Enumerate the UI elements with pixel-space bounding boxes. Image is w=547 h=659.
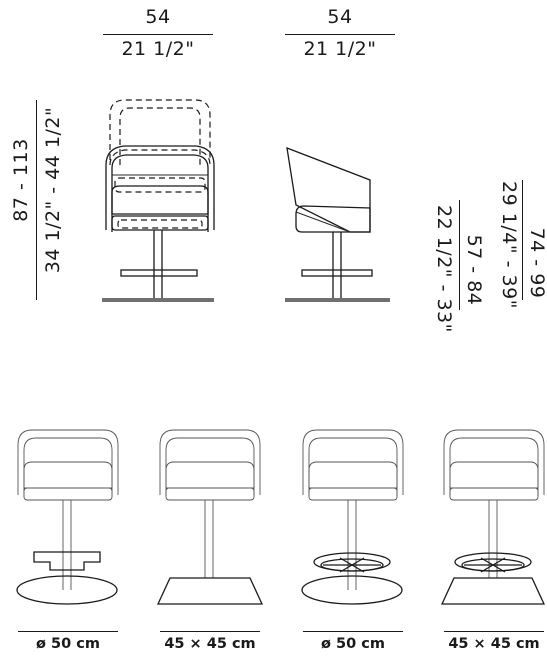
front-width-in-wrap: 21 1/2"	[103, 38, 213, 60]
front-width-dimension: 54	[103, 6, 213, 28]
side-width-cm: 54	[327, 6, 353, 28]
side-width-rule	[285, 34, 395, 36]
caption-rule-2	[160, 631, 260, 633]
arm-height-rule	[522, 180, 524, 300]
caption-rule-3	[303, 631, 403, 633]
overall-height-rule	[36, 100, 38, 300]
caption-rule-1	[18, 631, 118, 633]
variant-2-caption: 45 × 45 cm	[164, 636, 256, 652]
side-width-in-wrap: 21 1/2"	[285, 38, 395, 60]
variant-3-caption: ø 50 cm	[321, 636, 385, 652]
caption-rule-4	[444, 631, 544, 633]
front-width-in: 21 1/2"	[121, 38, 195, 60]
variant-4-caption: 45 × 45 cm	[448, 636, 540, 652]
side-width-dimension: 54	[285, 6, 395, 28]
front-width-cm: 54	[145, 6, 171, 28]
variant-1-caption: ø 50 cm	[36, 636, 100, 652]
side-width-in: 21 1/2"	[303, 38, 377, 60]
seat-height-rule	[459, 200, 461, 310]
front-width-rule	[103, 34, 213, 36]
